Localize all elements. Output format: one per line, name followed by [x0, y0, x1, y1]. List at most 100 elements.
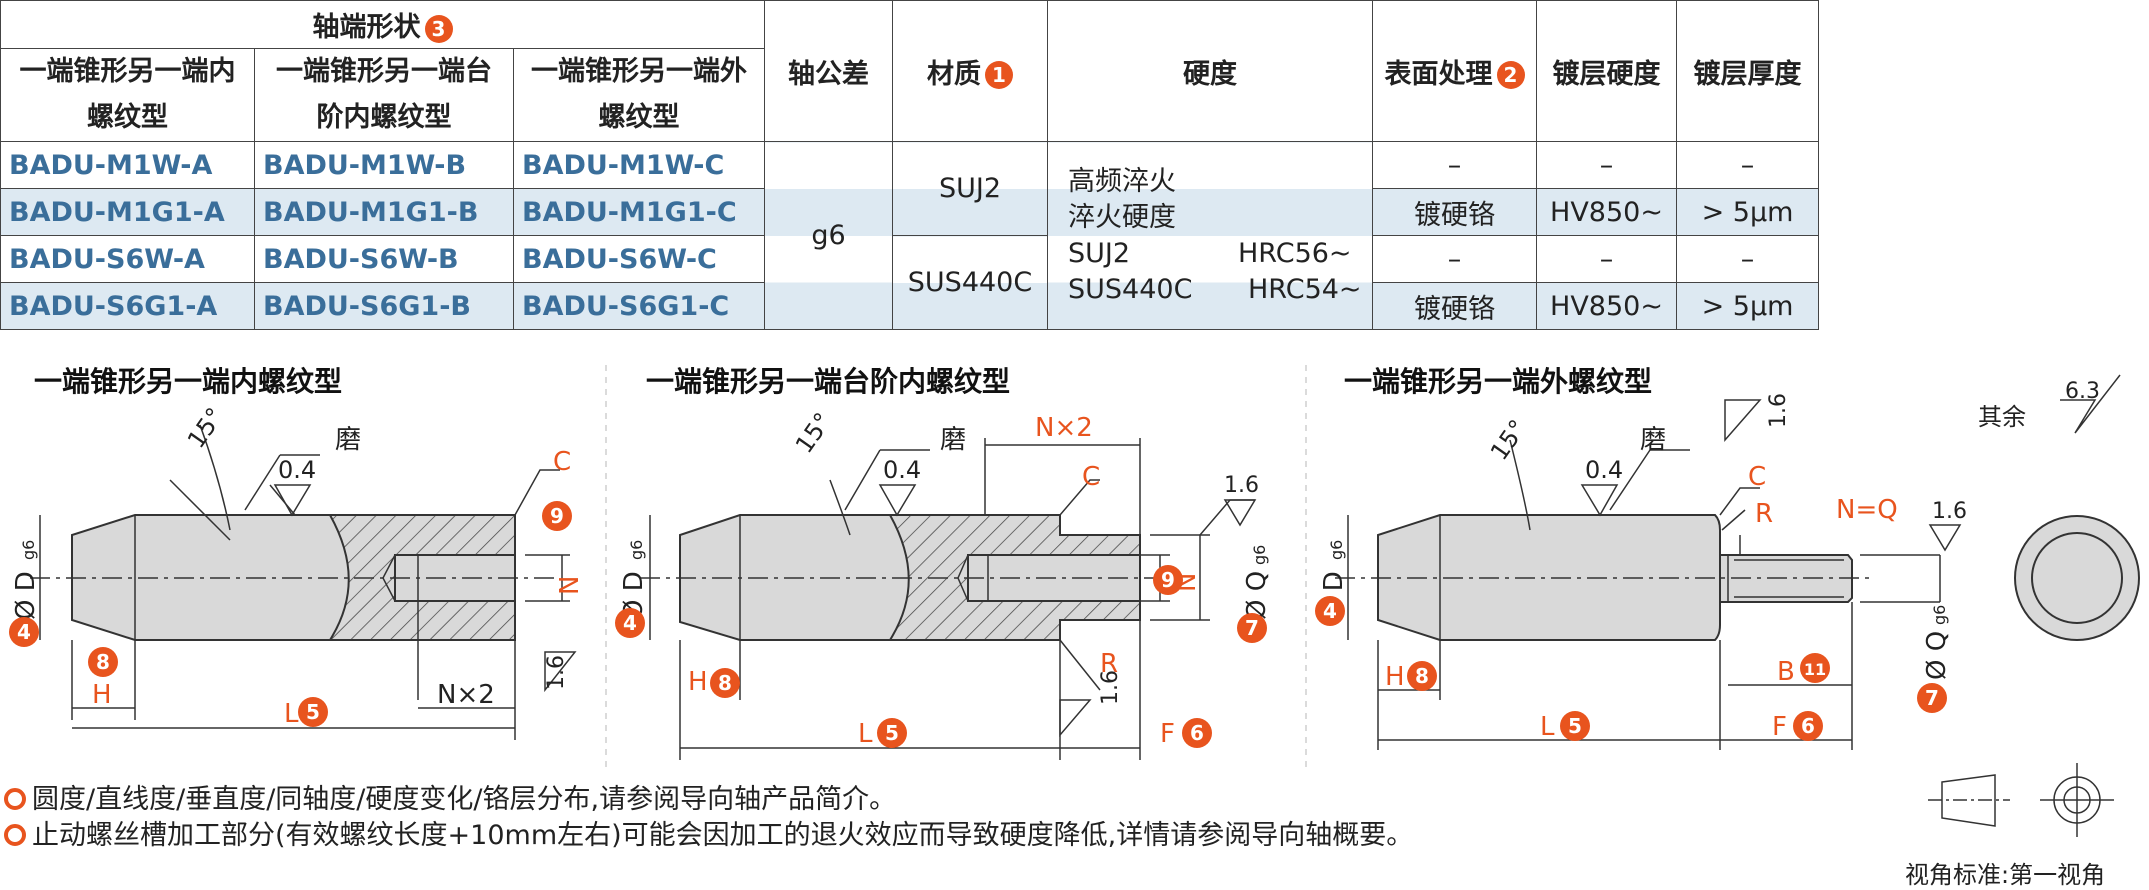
part-number[interactable]: BADU-M1G1-A	[0, 188, 255, 236]
note-2: 止动螺丝槽加工部分(有效螺纹长度+10mm左右)可能会因加工的退火效应而导致硬度…	[4, 813, 1413, 852]
svg-text:4: 4	[17, 620, 31, 644]
coat-hardness-cell: HV850~	[1536, 188, 1677, 236]
part-number[interactable]: BADU-S6G1-B	[254, 282, 514, 330]
h-label: H	[92, 680, 112, 710]
svg-text:6: 6	[1190, 721, 1204, 745]
f-label: F	[1160, 719, 1175, 749]
svg-text:5: 5	[1568, 714, 1582, 738]
num-badge: 6	[1182, 718, 1212, 748]
num-badge: 9	[1153, 565, 1183, 595]
part-number[interactable]: BADU-S6G1-C	[513, 282, 765, 330]
part-number[interactable]: BADU-S6G1-A	[0, 282, 255, 330]
roughness-16-icon	[1724, 399, 1962, 552]
table-row: BADU-M1W-A BADU-M1W-B BADU-M1W-C g6 SUJ2…	[0, 141, 1819, 330]
c-label: C	[1748, 462, 1766, 492]
angle-label: 15°	[790, 408, 837, 459]
num-badges: 4 8 5 9 4 8 5 6 9 7 4 8 5 6 11 7	[9, 501, 1947, 748]
part-number[interactable]: BADU-M1G1-B	[254, 188, 514, 236]
svg-text:4: 4	[623, 611, 637, 635]
roughness-04-icon	[878, 484, 917, 517]
coat-thickness-header: 镀层厚度	[1676, 0, 1819, 142]
part-number[interactable]: BADU-M1W-C	[513, 141, 765, 189]
table-row: BADU-S6G1-A BADU-S6G1-B BADU-S6G1-C 镀硬铬 …	[0, 282, 1819, 330]
coat-thickness-cell: –	[1676, 235, 1819, 283]
r-label: R	[1755, 499, 1773, 529]
bullet-icon	[4, 788, 26, 810]
q-label: Ø Q	[1922, 631, 1952, 680]
rest-label: 其余	[1978, 403, 2026, 431]
part-number[interactable]: BADU-M1G1-C	[513, 188, 765, 236]
angle-label: 15°	[1485, 415, 1532, 466]
col-c-header: 一端锥形另一端外螺纹型	[513, 48, 765, 142]
l-label: L	[284, 699, 299, 729]
svg-text:6: 6	[1801, 714, 1815, 738]
roughness-16-icon	[544, 651, 577, 693]
svg-text:9: 9	[550, 504, 564, 528]
surface-cell: –	[1372, 141, 1537, 189]
coat-thickness-cell: > 5μm	[1676, 188, 1819, 236]
num-badge: 11	[1800, 653, 1830, 683]
coat-thickness-cell: –	[1676, 141, 1819, 189]
angle-label: 15°	[182, 403, 229, 454]
nx2-label: N×2	[437, 680, 495, 710]
coat-hardness-cell: HV850~	[1536, 282, 1677, 330]
coat-hardness-cell: –	[1536, 235, 1677, 283]
h-label: H	[1385, 662, 1405, 692]
end-view	[2014, 515, 2140, 641]
roughness-label: 0.4	[883, 456, 921, 484]
num-badge: 5	[1560, 711, 1590, 741]
part-number[interactable]: BADU-S6W-A	[0, 235, 255, 283]
svg-text:8: 8	[1415, 664, 1429, 688]
roughness-04-icon	[273, 484, 312, 517]
f-label: F	[1772, 712, 1787, 742]
coat-thickness-cell: > 5μm	[1676, 282, 1819, 330]
b-label: B	[1777, 657, 1795, 687]
num-badge: 4	[615, 608, 645, 638]
svg-text:7: 7	[1925, 686, 1939, 710]
svg-text:9: 9	[1161, 568, 1175, 592]
num-badge: 8	[88, 647, 118, 677]
num-badge: 4	[1315, 596, 1345, 626]
projection-label: 视角标准:第一视角	[1905, 861, 2106, 889]
part-number[interactable]: BADU-M1W-A	[0, 141, 255, 189]
svg-text:4: 4	[1323, 599, 1337, 623]
roughness-63-icon	[2060, 374, 2121, 434]
d-sub-label: g6	[1327, 540, 1346, 560]
surface-cell: 镀硬铬	[1372, 188, 1537, 236]
table-row: BADU-S6W-A BADU-S6W-B BADU-S6W-C SUS440C…	[0, 235, 1819, 330]
num-badge: 5	[298, 697, 328, 727]
drawing-title-a: 一端锥形另一端内螺纹型	[34, 365, 343, 398]
tolerance-cell: g6	[764, 141, 893, 330]
roughness-label: 1.6	[544, 655, 569, 690]
hardness-header: 硬度	[1047, 0, 1373, 142]
num-badge: 7	[1917, 683, 1947, 713]
material-cell: SUS440C	[892, 235, 1048, 330]
l-label: L	[858, 719, 873, 749]
projection-symbol-icon	[1928, 763, 2114, 837]
d-sub-label: g6	[19, 540, 38, 560]
num-badge: 9	[542, 501, 572, 531]
grind-label: 磨	[335, 425, 361, 455]
h-label: H	[688, 667, 708, 697]
col-b-header: 一端锥形另一端台阶内螺纹型	[254, 48, 514, 142]
num-badge: 4	[9, 617, 39, 647]
c-label: C	[1082, 462, 1100, 492]
svg-text:11: 11	[1804, 660, 1826, 679]
drawing-title-b: 一端锥形另一端台阶内螺纹型	[646, 365, 1011, 398]
roughness-label: 0.4	[1585, 456, 1623, 484]
grind-label: 磨	[940, 425, 966, 455]
l-label: L	[1540, 712, 1555, 742]
svg-text:7: 7	[1245, 616, 1259, 640]
svg-text:8: 8	[96, 650, 110, 674]
drawing-title-c: 一端锥形另一端外螺纹型	[1344, 365, 1653, 398]
n-eq-q-label: N=Q	[1836, 495, 1898, 525]
num-badge: 7	[1237, 613, 1267, 643]
r-label: R	[1100, 649, 1118, 679]
num-badge: 5	[877, 718, 907, 748]
part-number[interactable]: BADU-S6W-B	[254, 235, 514, 283]
